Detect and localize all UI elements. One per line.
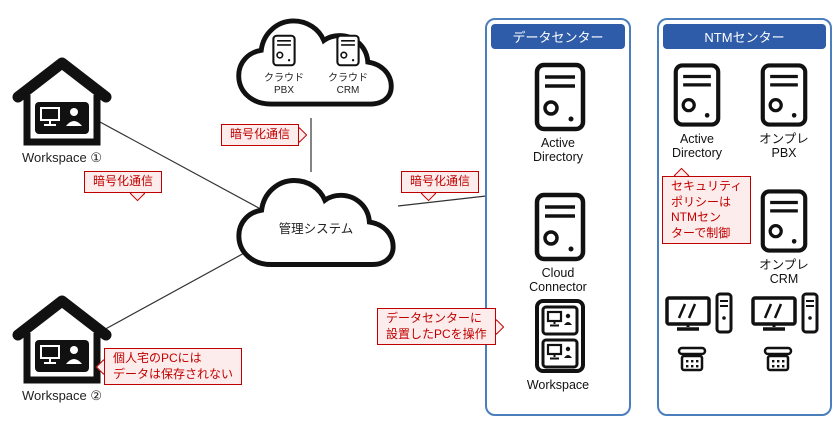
ntm-header: NTMセンター xyxy=(663,24,826,49)
callout-dc-pc-text: データセンターに 設置したPCを操作 xyxy=(377,308,496,346)
callout-security-policy: セキュリティ ポリシーは NTMセン ターで制御 xyxy=(662,167,752,245)
callout-dc-pc: データセンターに 設置したPCを操作 xyxy=(377,308,504,346)
active-directory-server-icon xyxy=(534,62,586,137)
callout-encrypted-right-text: 暗号化通信 xyxy=(401,171,480,193)
cloud-crm-label: クラウド CRM xyxy=(328,73,368,96)
cloud-services-node: クラウド PBX クラウド CRM xyxy=(227,6,403,120)
callout-encrypted-top: 暗号化通信 xyxy=(221,124,308,146)
cloud-pbx-label: クラウド PBX xyxy=(264,73,304,96)
callout-encrypted-top-text: 暗号化通信 xyxy=(221,124,300,146)
ntm-panel: NTMセンター Active Directory オンプレ PBX xyxy=(657,18,832,416)
callout-encrypted-right: 暗号化通信 xyxy=(401,171,480,201)
tower-pc-icon xyxy=(715,292,733,334)
workspace-rack-icon xyxy=(534,298,586,379)
tower-pc-icon xyxy=(801,292,819,334)
desk-phone-icon xyxy=(763,346,793,372)
management-system-node: 管理システム xyxy=(227,166,405,280)
callout-encrypted-left: 暗号化通信 xyxy=(84,171,163,201)
workstation-set-2 xyxy=(751,292,827,402)
management-system-label: 管理システム xyxy=(278,222,354,236)
cloud-pbx-item: クラウド PBX xyxy=(255,34,313,96)
onprem-crm-label: オンプレ CRM xyxy=(759,258,809,287)
callout-home-pc-text: 個人宅のPCには データは保存されない xyxy=(104,348,243,386)
workspace-2-label: Workspace ② xyxy=(21,388,103,403)
onprem-crm-server-icon xyxy=(760,188,808,259)
onprem-pbx-label: オンプレ PBX xyxy=(759,132,809,161)
ntm-active-directory-label: Active Directory xyxy=(671,132,722,161)
desk-phone-icon xyxy=(677,346,707,372)
home-workspace-1-icon xyxy=(10,55,114,147)
cloud-icon xyxy=(236,178,396,268)
monitor-icon xyxy=(751,296,797,331)
monitor-icon xyxy=(665,296,711,331)
workstation-set-1 xyxy=(665,292,741,402)
server-icon xyxy=(336,34,360,67)
datacenter-panel: データセンター Active Directory Cloud Connector xyxy=(485,18,631,416)
callout-security-policy-text: セキュリティ ポリシーは NTMセン ターで制御 xyxy=(662,176,752,245)
dc-cloud-connector-label: Cloud Connector xyxy=(529,266,587,295)
home-workspace-2-icon xyxy=(10,293,114,385)
callout-encrypted-left-text: 暗号化通信 xyxy=(84,171,163,193)
ntm-active-directory-server-icon xyxy=(673,62,721,133)
dc-workspace-label: Workspace xyxy=(526,378,590,392)
cloud-crm-item: クラウド CRM xyxy=(319,34,377,96)
dc-active-directory-label: Active Directory xyxy=(532,136,583,165)
server-icon xyxy=(272,34,296,67)
cloud-connector-server-icon xyxy=(534,192,586,267)
callout-home-pc: 個人宅のPCには データは保存されない xyxy=(95,348,243,386)
datacenter-header: データセンター xyxy=(491,24,625,49)
onprem-pbx-server-icon xyxy=(760,62,808,133)
workspace-1-label: Workspace ① xyxy=(21,150,103,165)
